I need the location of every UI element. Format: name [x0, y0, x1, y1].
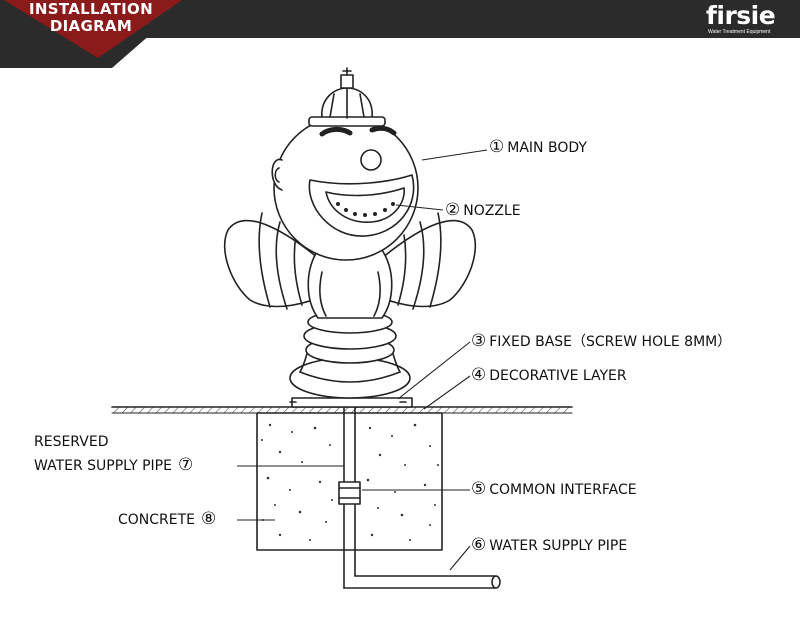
label-common-interface-number: ⑤ — [471, 479, 487, 499]
label-reserved: RESERVED — [34, 434, 109, 450]
label-reserved-pipe-number: ⑦ — [177, 455, 194, 475]
leader-water-supply-pipe — [449, 545, 471, 571]
label-decorative-layer-text: DECORATIVE LAYER — [489, 368, 627, 384]
nozzle-mouth — [308, 174, 415, 237]
common-interface-coupling — [338, 481, 361, 505]
leader-nozzle — [395, 204, 444, 211]
concrete-speckles — [261, 423, 439, 541]
ground-surface — [112, 407, 572, 413]
label-main-body-number: ① — [489, 137, 505, 157]
label-concrete: CONCRETE ⑧ — [118, 509, 217, 529]
label-main-body-text: MAIN BODY — [507, 140, 587, 156]
label-nozzle-text: NOZZLE — [463, 203, 521, 219]
brand-logo: firsie — [706, 1, 776, 30]
label-fixed-base-text: FIXED BASE（SCREW HOLE 8MM） — [489, 334, 732, 350]
leader-decorative-layer — [423, 375, 471, 410]
right-wing — [381, 212, 477, 310]
fixed-base-plate — [289, 397, 413, 408]
badge-line-2: DIAGRAM — [49, 17, 133, 35]
badge-title: INSTALLATION DIAGRAM — [0, 1, 182, 35]
statue-hat — [308, 67, 386, 127]
left-wing — [223, 212, 319, 310]
installation-badge — [0, 0, 190, 68]
badge-line-1: INSTALLATION — [29, 0, 153, 18]
leader-main-body — [421, 149, 488, 161]
statue-nose — [360, 149, 382, 171]
label-nozzle-number: ② — [445, 200, 461, 220]
statue-base — [289, 310, 411, 399]
brand-logo-subtitle: Water Treatment Equipment — [708, 29, 771, 35]
label-reserved-pipe-text: WATER SUPPLY PIPE — [34, 458, 172, 474]
label-common-interface-text: COMMON INTERFACE — [489, 482, 637, 498]
label-concrete-text: CONCRETE — [118, 512, 196, 528]
label-concrete-number: ⑧ — [201, 509, 217, 529]
label-water-supply-pipe-number: ⑥ — [471, 535, 487, 555]
label-reserved-pipe: WATER SUPPLY PIPE ⑦ — [34, 455, 194, 475]
leader-fixed-base — [397, 341, 471, 400]
horizontal-pipe — [343, 575, 501, 589]
label-water-supply-pipe-text: WATER SUPPLY PIPE — [489, 538, 628, 554]
label-fixed-base-number: ③ — [471, 331, 487, 351]
nozzle-holes — [336, 202, 395, 217]
label-decorative-layer-number: ④ — [471, 365, 487, 385]
statue-torso — [307, 249, 393, 319]
